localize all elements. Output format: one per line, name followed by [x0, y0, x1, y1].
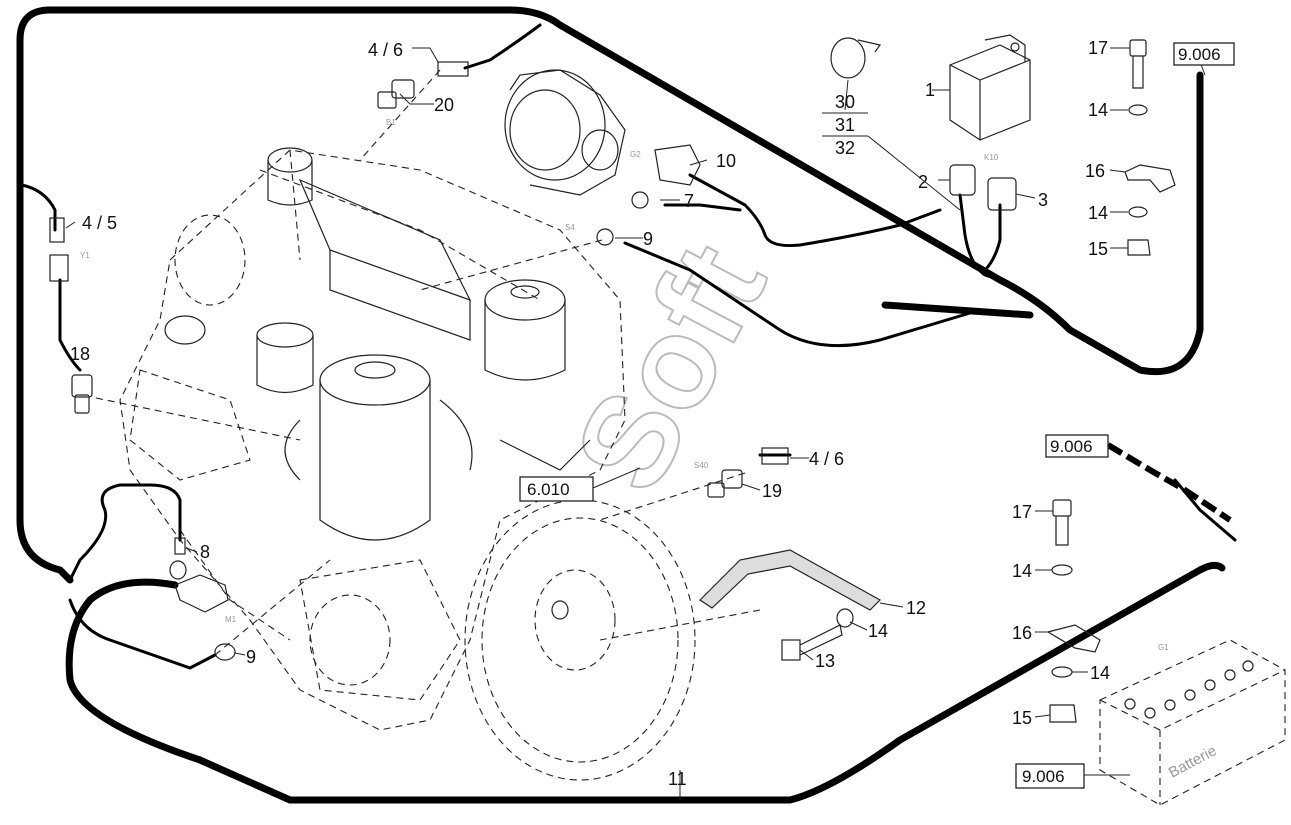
connector-2	[949, 164, 976, 196]
washer-14-mid	[836, 608, 854, 628]
part-label-17-right: 17	[1088, 38, 1108, 58]
part-label-10: 10	[716, 151, 736, 171]
part-label-3: 3	[1038, 190, 1048, 210]
ring-terminal-9-top	[596, 228, 614, 246]
ref-bottom-right[interactable]: 9.006	[1022, 767, 1065, 786]
part-label-19: 19	[762, 481, 782, 501]
part-label-7: 7	[684, 191, 694, 211]
ring-terminal-8	[169, 560, 187, 580]
ref-top-right[interactable]: 9.006	[1178, 45, 1221, 64]
part-label-20: 20	[434, 95, 454, 115]
code-m1: M1	[225, 615, 237, 624]
sensor-18	[71, 374, 93, 414]
ref-box-mid-right[interactable]	[1045, 434, 1109, 458]
ref-mid-right[interactable]: 9.006	[1050, 437, 1093, 456]
hardware-stack-battery	[1046, 499, 1101, 723]
battery: Batterie	[1099, 639, 1286, 806]
part-label-14-mid: 14	[868, 621, 888, 641]
part-label-4-5: 4 / 5	[82, 213, 117, 233]
part-label-14-right-1: 14	[1088, 100, 1108, 120]
ref-box-top-right[interactable]	[1173, 42, 1235, 66]
part-label-31: 31	[835, 115, 855, 135]
ring-terminal-9-bottom	[214, 643, 236, 661]
part-label-18: 18	[70, 344, 90, 364]
code-k10: K10	[984, 153, 999, 162]
sensor-20	[377, 79, 415, 109]
connector-4-5-top	[49, 217, 65, 243]
alternator	[504, 69, 626, 196]
part-label-2: 2	[918, 172, 928, 192]
part-label-9-bottom: 9	[246, 647, 256, 667]
fraction-leader	[867, 135, 961, 211]
relay	[949, 34, 1031, 141]
connector-4-6-top	[437, 61, 469, 77]
part-label-4-6-top: 4 / 6	[368, 40, 403, 60]
part-label-32: 32	[835, 138, 855, 158]
part-label-16-battery: 16	[1012, 623, 1032, 643]
connector-4-5-bottom	[49, 254, 69, 282]
code-g2: G2	[630, 150, 641, 159]
code-y1: Y1	[80, 251, 90, 260]
ground-bracket	[174, 574, 229, 613]
part-label-8: 8	[200, 542, 210, 562]
ref-center[interactable]: 6.010	[527, 480, 570, 499]
part-label-17-battery: 17	[1012, 502, 1032, 522]
part-label-9-top: 9	[643, 229, 653, 249]
battery-text: Batterie	[1166, 742, 1220, 781]
cable-harness	[16, 6, 1226, 804]
thin-wires	[20, 23, 1237, 670]
sensor-19	[707, 469, 743, 498]
part-label-15-battery: 15	[1012, 708, 1032, 728]
ref-box-center[interactable]	[519, 476, 594, 502]
leader-lines	[65, 47, 1206, 800]
engine-illustration	[119, 147, 696, 781]
connector-4-6-mid	[761, 447, 789, 465]
code-s40: S40	[694, 461, 709, 470]
ground-strap	[699, 549, 881, 611]
hardware-stack-right	[1124, 39, 1176, 256]
watermark: Soft	[546, 221, 794, 513]
code-g1: G1	[1158, 643, 1169, 652]
part-label-15-right: 15	[1088, 239, 1108, 259]
part-label-30: 30	[835, 92, 855, 112]
ref-box-bottom-right[interactable]	[1015, 763, 1085, 789]
part-label-12: 12	[906, 598, 926, 618]
part-label-14-battery-2: 14	[1090, 663, 1110, 683]
part-label-4-6-mid: 4 / 6	[809, 449, 844, 469]
terminal-8	[174, 537, 186, 555]
hose-clamp	[830, 37, 866, 79]
connector-10	[654, 144, 701, 186]
part-label-16-right: 16	[1085, 161, 1105, 181]
part-label-14-right-2: 14	[1088, 203, 1108, 223]
code-s4: S4	[565, 223, 575, 232]
connector-3	[987, 177, 1017, 211]
part-label-1: 1	[925, 80, 935, 100]
ring-terminal-7	[631, 191, 649, 209]
part-label-11: 11	[668, 769, 687, 789]
part-label-13: 13	[815, 651, 835, 671]
code-b1: B1	[386, 118, 396, 127]
part-label-14-battery-1: 14	[1012, 561, 1032, 581]
